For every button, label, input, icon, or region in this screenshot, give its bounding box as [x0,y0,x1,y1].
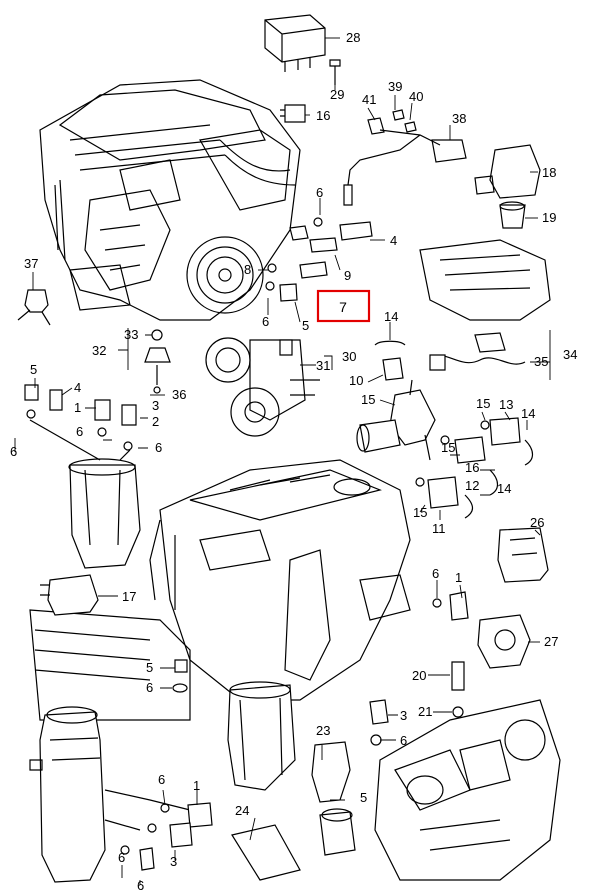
callout-label: 37 [24,256,38,271]
callout-label: 15 [413,505,427,520]
callout-label: 21 [418,704,432,719]
callout-label: 20 [412,668,426,683]
callout-label: 8 [244,262,251,277]
callout-label: 38 [452,111,466,126]
callout-label: 4 [74,380,81,395]
callout-label: 5 [30,362,37,377]
part-16-sensor [280,104,306,123]
callout-label: 1 [193,778,200,793]
callout-label: 15 [476,396,490,411]
highlight-label: 7 [339,299,347,315]
callout-label: 33 [124,327,138,342]
callout-label: 1 [74,400,81,415]
part-18-switch [474,144,541,199]
upper-engine-block [39,79,301,321]
part-15-coolant-flange [356,340,436,461]
fuel-filter-housing [29,706,191,883]
part-32-sensor-mount [144,329,171,394]
middle-sensors [265,217,373,302]
callout-label: 14 [384,309,398,324]
callout-label: 39 [388,79,402,94]
highlighted-part-7[interactable]: 7 [316,289,371,323]
callout-label: 11 [432,521,446,536]
left-sensor-cluster [24,384,141,569]
callout-label: 5 [302,318,309,333]
callout-label: 6 [155,440,162,455]
highlight-box [316,289,371,323]
callout-label: 6 [137,878,144,893]
callout-label: 6 [158,772,165,787]
part-37-valve [17,289,51,326]
part-34-bracket-area [419,239,551,371]
callout-label: 14 [497,481,511,496]
callout-label: 14 [521,406,535,421]
callout-label: 2 [152,414,159,429]
bracket-panel-left [29,609,191,721]
callout-label: 24 [235,803,249,818]
callout-label: 23 [316,723,330,738]
callout-label: 5 [146,660,153,675]
callout-label: 6 [400,733,407,748]
part-23-bracket [231,741,356,881]
callout-label: 35 [534,354,548,369]
callout-label: 6 [118,850,125,865]
callout-label: 19 [542,210,556,225]
callout-label: 4 [390,233,397,248]
callout-label: 36 [172,387,186,402]
callout-label: 41 [362,92,376,107]
part-30-pump [205,337,320,437]
callout-label: 10 [349,373,363,388]
small-fittings [172,591,469,746]
callout-label: 12 [465,478,479,493]
callout-label: 6 [10,444,17,459]
callout-label: 13 [499,397,513,412]
callout-label: 34 [563,347,577,362]
callout-label: 15 [361,392,375,407]
callout-label: 6 [262,314,269,329]
callout-label: 17 [122,589,136,604]
callout-label: 9 [344,268,351,283]
callout-label: 3 [170,854,177,869]
callout-label: 15 [441,440,455,455]
callout-label: 6 [316,185,323,200]
transmission-housing [374,699,561,881]
callout-label: 3 [152,398,159,413]
callout-label: 30 [342,349,356,364]
lower-engine-block [149,459,411,791]
callout-label: 16 [465,460,479,475]
part-19-cap [499,201,526,229]
callout-label: 18 [542,165,556,180]
part-17-connector [40,574,99,616]
part-27-valve [477,614,531,669]
leader-lines [14,37,551,885]
callout-label: 3 [400,708,407,723]
callout-label: 32 [92,343,106,358]
callout-label: 1 [455,570,462,585]
callout-label: 40 [409,89,423,104]
bottom-left-sensors [120,802,213,871]
part-28-relay-box [264,14,326,72]
callout-label: 5 [360,790,367,805]
callout-label: 27 [544,634,558,649]
callout-label: 6 [432,566,439,581]
callout-labels: 28 29 16 39 40 41 38 18 19 6 4 9 8 6 5 3… [10,30,577,893]
callout-label: 6 [146,680,153,695]
callout-label: 26 [530,515,544,530]
callout-label: 16 [316,108,330,123]
part-26-control-unit [497,527,549,583]
callout-label: 29 [330,87,344,102]
callout-label: 31 [316,358,330,373]
callout-label: 28 [346,30,360,45]
part-38-sensor-harness [343,109,467,206]
callout-label: 6 [76,424,83,439]
